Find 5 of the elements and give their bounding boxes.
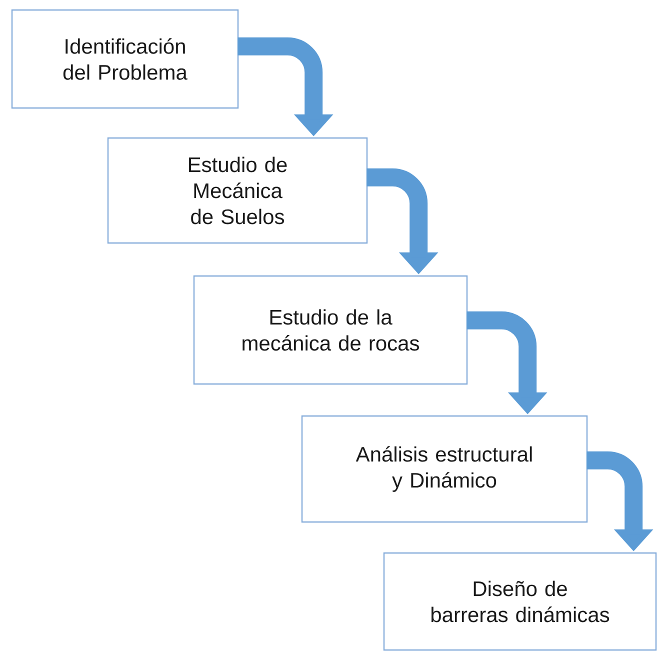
process-box: Estudio de Mecánica de Suelos — [107, 137, 368, 244]
process-box: Análisis estructural y Dinámico — [301, 415, 588, 523]
process-box: Estudio de la mecánica de rocas — [193, 275, 468, 385]
process-box: Identificación del Problema — [11, 9, 239, 109]
process-box: Diseño de barreras dinámicas — [383, 552, 657, 651]
